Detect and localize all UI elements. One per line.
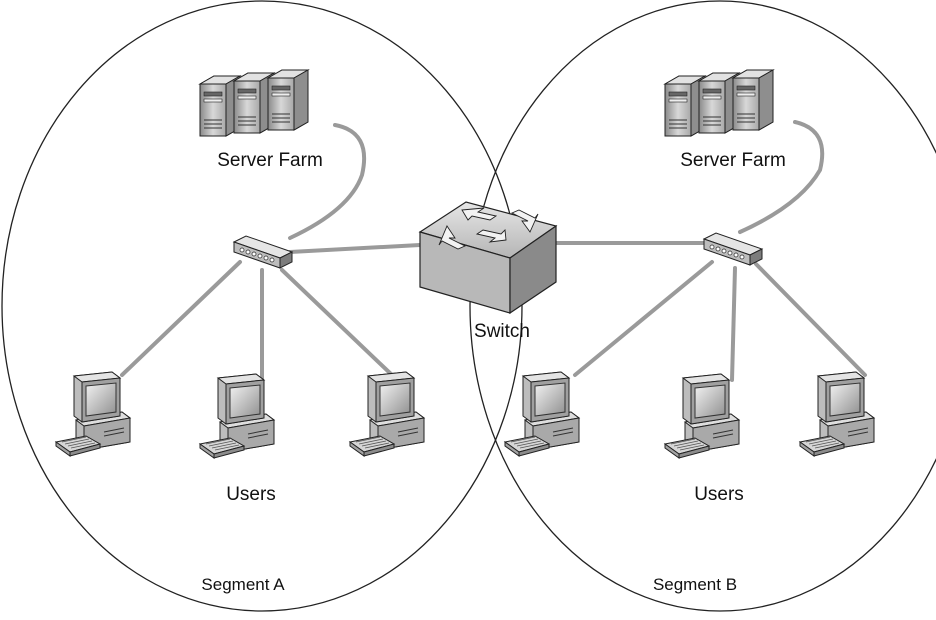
users-a-label: Users <box>226 484 276 505</box>
server-farm-a-label: Server Farm <box>217 150 323 171</box>
switch-label: Switch <box>474 321 530 342</box>
workstation-b1-icon <box>504 371 580 457</box>
workstation-b2-icon <box>664 373 740 459</box>
users-b-label: Users <box>694 484 744 505</box>
server-farm-b-label: Server Farm <box>680 150 786 171</box>
segment-b-label: Segment B <box>653 575 737 594</box>
workstation-a3-icon <box>349 371 425 457</box>
workstation-b3-icon <box>799 371 875 457</box>
workstation-a1-icon <box>55 371 131 457</box>
server-farm-a-icon <box>200 70 308 136</box>
segment-a-label: Segment A <box>201 575 285 594</box>
server-farm-b-icon <box>665 70 773 136</box>
workstation-a2-icon <box>199 373 275 459</box>
segment-a-boundary <box>1 0 523 612</box>
cables <box>120 120 867 382</box>
hub-a-icon <box>233 235 293 269</box>
switch-icon <box>418 201 558 315</box>
segment-b-boundary <box>469 0 936 612</box>
